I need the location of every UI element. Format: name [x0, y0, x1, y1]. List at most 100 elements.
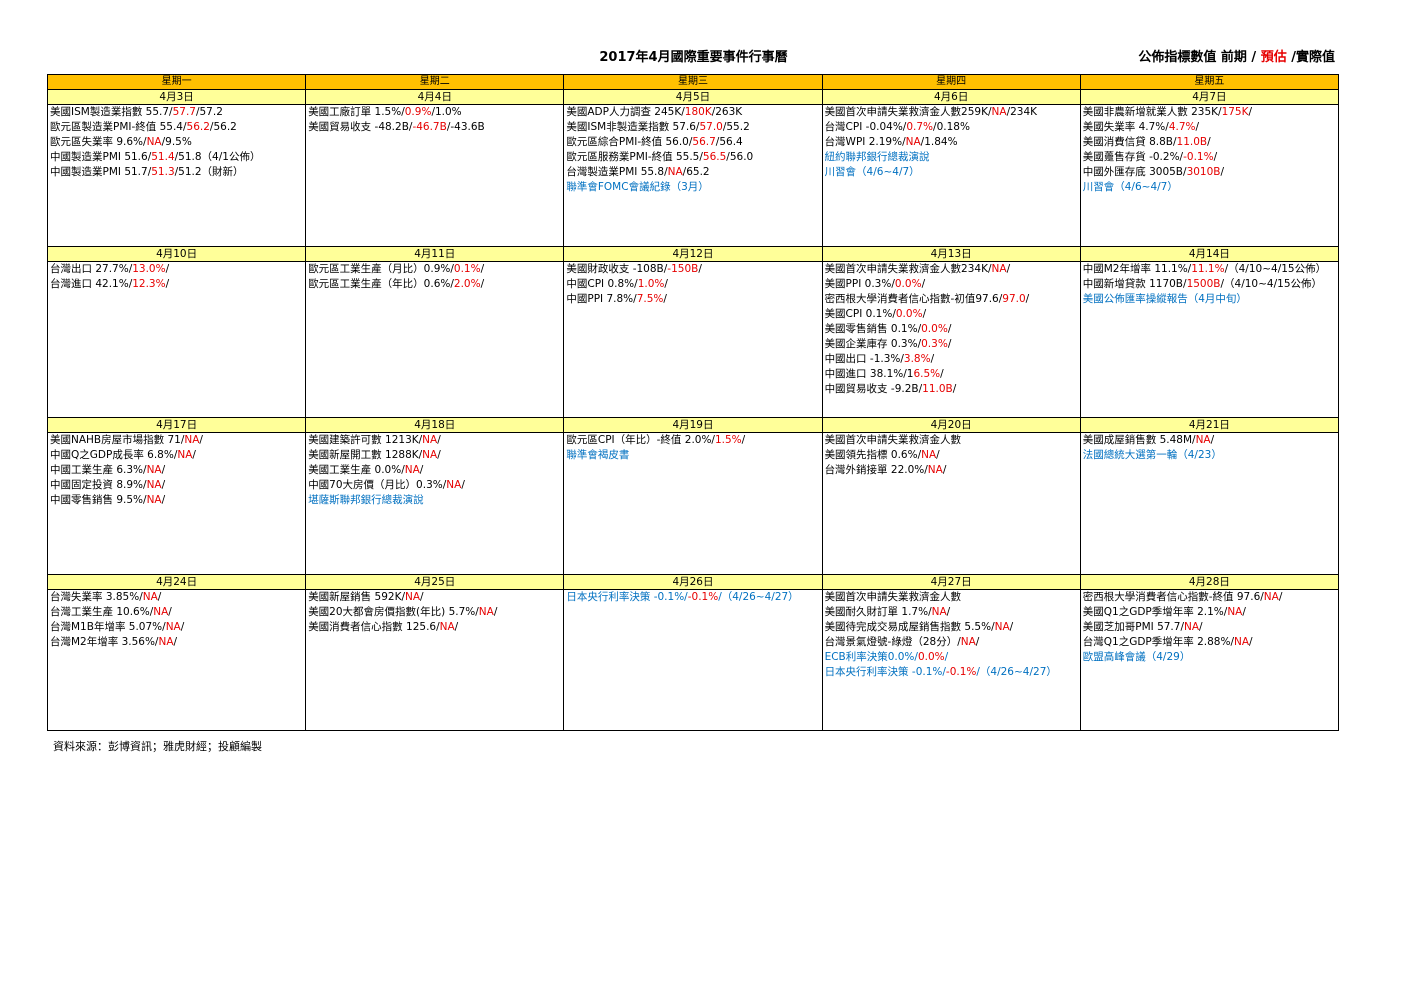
indicator-text: /: [1006, 263, 1011, 275]
indicator-text: /: [663, 293, 667, 305]
indicator-text: /: [1248, 106, 1253, 118]
event-item: 美國公佈匯率操縱報告（4月中旬）: [1083, 292, 1338, 307]
day-date: 4月28日: [1079, 574, 1340, 590]
indicator-text: /: [480, 263, 485, 275]
day-events: 日本央行利率決策 -0.1%/-0.1%/（4/26~4/27）: [563, 589, 823, 731]
indicator-text: 美國首次申請失業救濟金人數: [824, 591, 962, 603]
forecast-value: 57.0: [699, 121, 723, 133]
forecast-value: NA: [921, 449, 937, 461]
event-item: 美國失業率 4.7%/4.7%/: [1083, 120, 1338, 135]
indicator-text: 歐元區製造業PMI-終值 55.4/: [50, 121, 187, 133]
event-text: 聯準會FOMC會議紀錄（3月）: [566, 181, 709, 193]
indicator-text: /: [192, 449, 196, 461]
event-text: 川習會（4/6~4/7）: [824, 166, 920, 178]
event-item: 聯準會FOMC會議紀錄（3月）: [566, 180, 821, 195]
forecast-value: 11.0B: [922, 383, 953, 395]
event-item: 歐元區工業生產（月比）0.9%/0.1%/: [308, 263, 563, 278]
indicator-text: 台灣失業率 3.85%/: [50, 591, 143, 603]
indicator-text: 美國首次申請失業救濟金人數: [824, 434, 962, 446]
indicator-text: /65.2: [682, 166, 710, 178]
indicator-text: /: [922, 308, 927, 320]
day-events: 美國工廠訂單 1.5%/0.9%/1.0%美國貿易收支 -48.2B/-46.7…: [305, 104, 565, 247]
forecast-value: 0.1%: [453, 263, 481, 275]
day-date: 4月13日: [821, 246, 1081, 262]
indicator-text: /: [461, 479, 465, 491]
indicator-text: 美國耐久財訂單 1.7%/: [824, 606, 932, 618]
indicator-text: 美國20大都會房價指數(年比) 5.7%/: [308, 606, 479, 618]
indicator-text: 中國固定投資 8.9%/: [50, 479, 147, 491]
event-item: 美國成屋銷售數 5.48M/NA/: [1083, 434, 1338, 449]
indicator-text: /56.2: [209, 121, 237, 133]
forecast-value: 1500B: [1186, 278, 1221, 290]
indicator-text: 密西根大學消費者信心指數-初值97.6/: [824, 293, 1003, 305]
forecast-value: 1.5%: [714, 434, 742, 446]
indicator-text: 台灣外銷接單 22.0%/: [824, 464, 928, 476]
event-item: 美國CPI 0.1%/0.0%/: [825, 307, 1080, 322]
indicator-text: 美國工廠訂單 1.5%/: [308, 106, 405, 118]
forecast-value: 0.0%: [895, 308, 923, 320]
day-events: 美國財政收支 -108B/-150B/中國CPI 0.8%/1.0%/中國PPI…: [563, 261, 823, 418]
day-date: 4月6日: [821, 89, 1081, 105]
weekday-header: 星期四: [821, 74, 1081, 90]
indicator-text: /: [1195, 121, 1200, 133]
indicator-text: /: [1210, 434, 1215, 446]
indicator-text: /: [947, 338, 952, 350]
indicator-text: /: [664, 278, 668, 290]
forecast-value: NA: [1227, 606, 1243, 618]
forecast-value: NA: [158, 636, 174, 648]
indicator-text: /: [1213, 151, 1218, 163]
event-item: 美國ISM製造業指數 55.7/57.7/57.2: [50, 106, 305, 121]
indicator-text: 歐元區工業生產（年比）0.6%/: [308, 278, 454, 290]
day-events: 台灣失業率 3.85%/NA/台灣工業生產 10.6%/NA/台灣M1B年增率 …: [46, 589, 307, 731]
indicator-text: /57.2: [195, 106, 223, 118]
event-item: 台灣M2年增率 3.56%/NA/: [50, 635, 305, 650]
event-item: 美國耐久財訂單 1.7%/NA/: [825, 605, 1080, 620]
day-date: 4月3日: [46, 89, 307, 105]
indicator-text: 中國製造業PMI 51.7/: [50, 166, 152, 178]
event-item: 美國Q1之GDP季增年率 2.1%/NA/: [1083, 605, 1338, 620]
indicator-text: 密西根大學消費者信心指數-終值 97.6/: [1082, 591, 1264, 603]
indicator-text: 美國非農新增就業人數 235K/: [1082, 106, 1222, 118]
event-item: 台灣製造業PMI 55.8/NA/65.2: [566, 165, 821, 180]
indicator-text: 美國領先指標 0.6%/: [824, 449, 922, 461]
forecast-value: 175K: [1221, 106, 1249, 118]
event-text: 日本央行利率決策 -0.1%/: [566, 591, 688, 603]
indicator-text: 台灣CPI -0.04%/: [824, 121, 907, 133]
day-events: 歐元區CPI（年比）-終值 2.0%/1.5%/聯準會褐皮書: [563, 432, 823, 575]
event-item: 台灣出口 27.7%/13.0%/: [50, 263, 305, 278]
indicator-text: 中國PPI 7.8%/: [566, 293, 637, 305]
event-item: 美國躉售存貨 -0.2%/-0.1%/: [1083, 150, 1338, 165]
forecast-value: 0.7%: [906, 121, 934, 133]
day-date: 4月11日: [305, 246, 565, 262]
indicator-text: /: [157, 591, 162, 603]
forecast-value: 0.9%: [404, 106, 432, 118]
indicator-text: /: [698, 263, 702, 275]
event-item: 台灣Q1之GDP季增年率 2.88%/NA/: [1083, 635, 1338, 650]
indicator-text: 美國零售銷售 0.1%/: [824, 323, 922, 335]
event-item: 中國出口 -1.3%/3.8%/: [825, 352, 1080, 367]
indicator-text: /: [1207, 136, 1211, 148]
indicator-text: /（4/10~4/15公佈）: [1220, 278, 1323, 290]
indicator-text: 美國ISM非製造業指數 57.6/: [566, 121, 700, 133]
indicator-text: /: [921, 278, 926, 290]
indicator-text: /: [199, 434, 203, 446]
indicator-text: 中國CPI 0.8%/: [566, 278, 638, 290]
forecast-value: NA: [146, 494, 162, 506]
event-item: 美國新屋開工數 1288K/NA/: [308, 448, 563, 463]
indicator-text: /: [936, 449, 940, 461]
forecast-value: 0.3%: [921, 338, 948, 350]
indicator-text: /0.18%: [933, 121, 970, 133]
indicator-text: 中國零售銷售 9.5%/: [50, 494, 147, 506]
indicator-text: 中國出口 -1.3%/: [824, 353, 904, 365]
indicator-text: /9.5%: [161, 136, 192, 148]
weekday-header: 星期三: [563, 74, 823, 90]
day-events: 密西根大學消費者信心指數-終值 97.6/NA/美國Q1之GDP季增年率 2.1…: [1079, 589, 1340, 731]
indicator-text: 中國M2年增率 11.1%/: [1082, 263, 1192, 275]
event-text: 美國公佈匯率操縱報告（4月中旬）: [1082, 293, 1247, 305]
forecast-value: 13.0%: [132, 263, 166, 275]
indicator-text: 美國PPI 0.3%/: [824, 278, 895, 290]
event-item: 中國外匯存底 3005B/3010B/: [1083, 165, 1338, 180]
